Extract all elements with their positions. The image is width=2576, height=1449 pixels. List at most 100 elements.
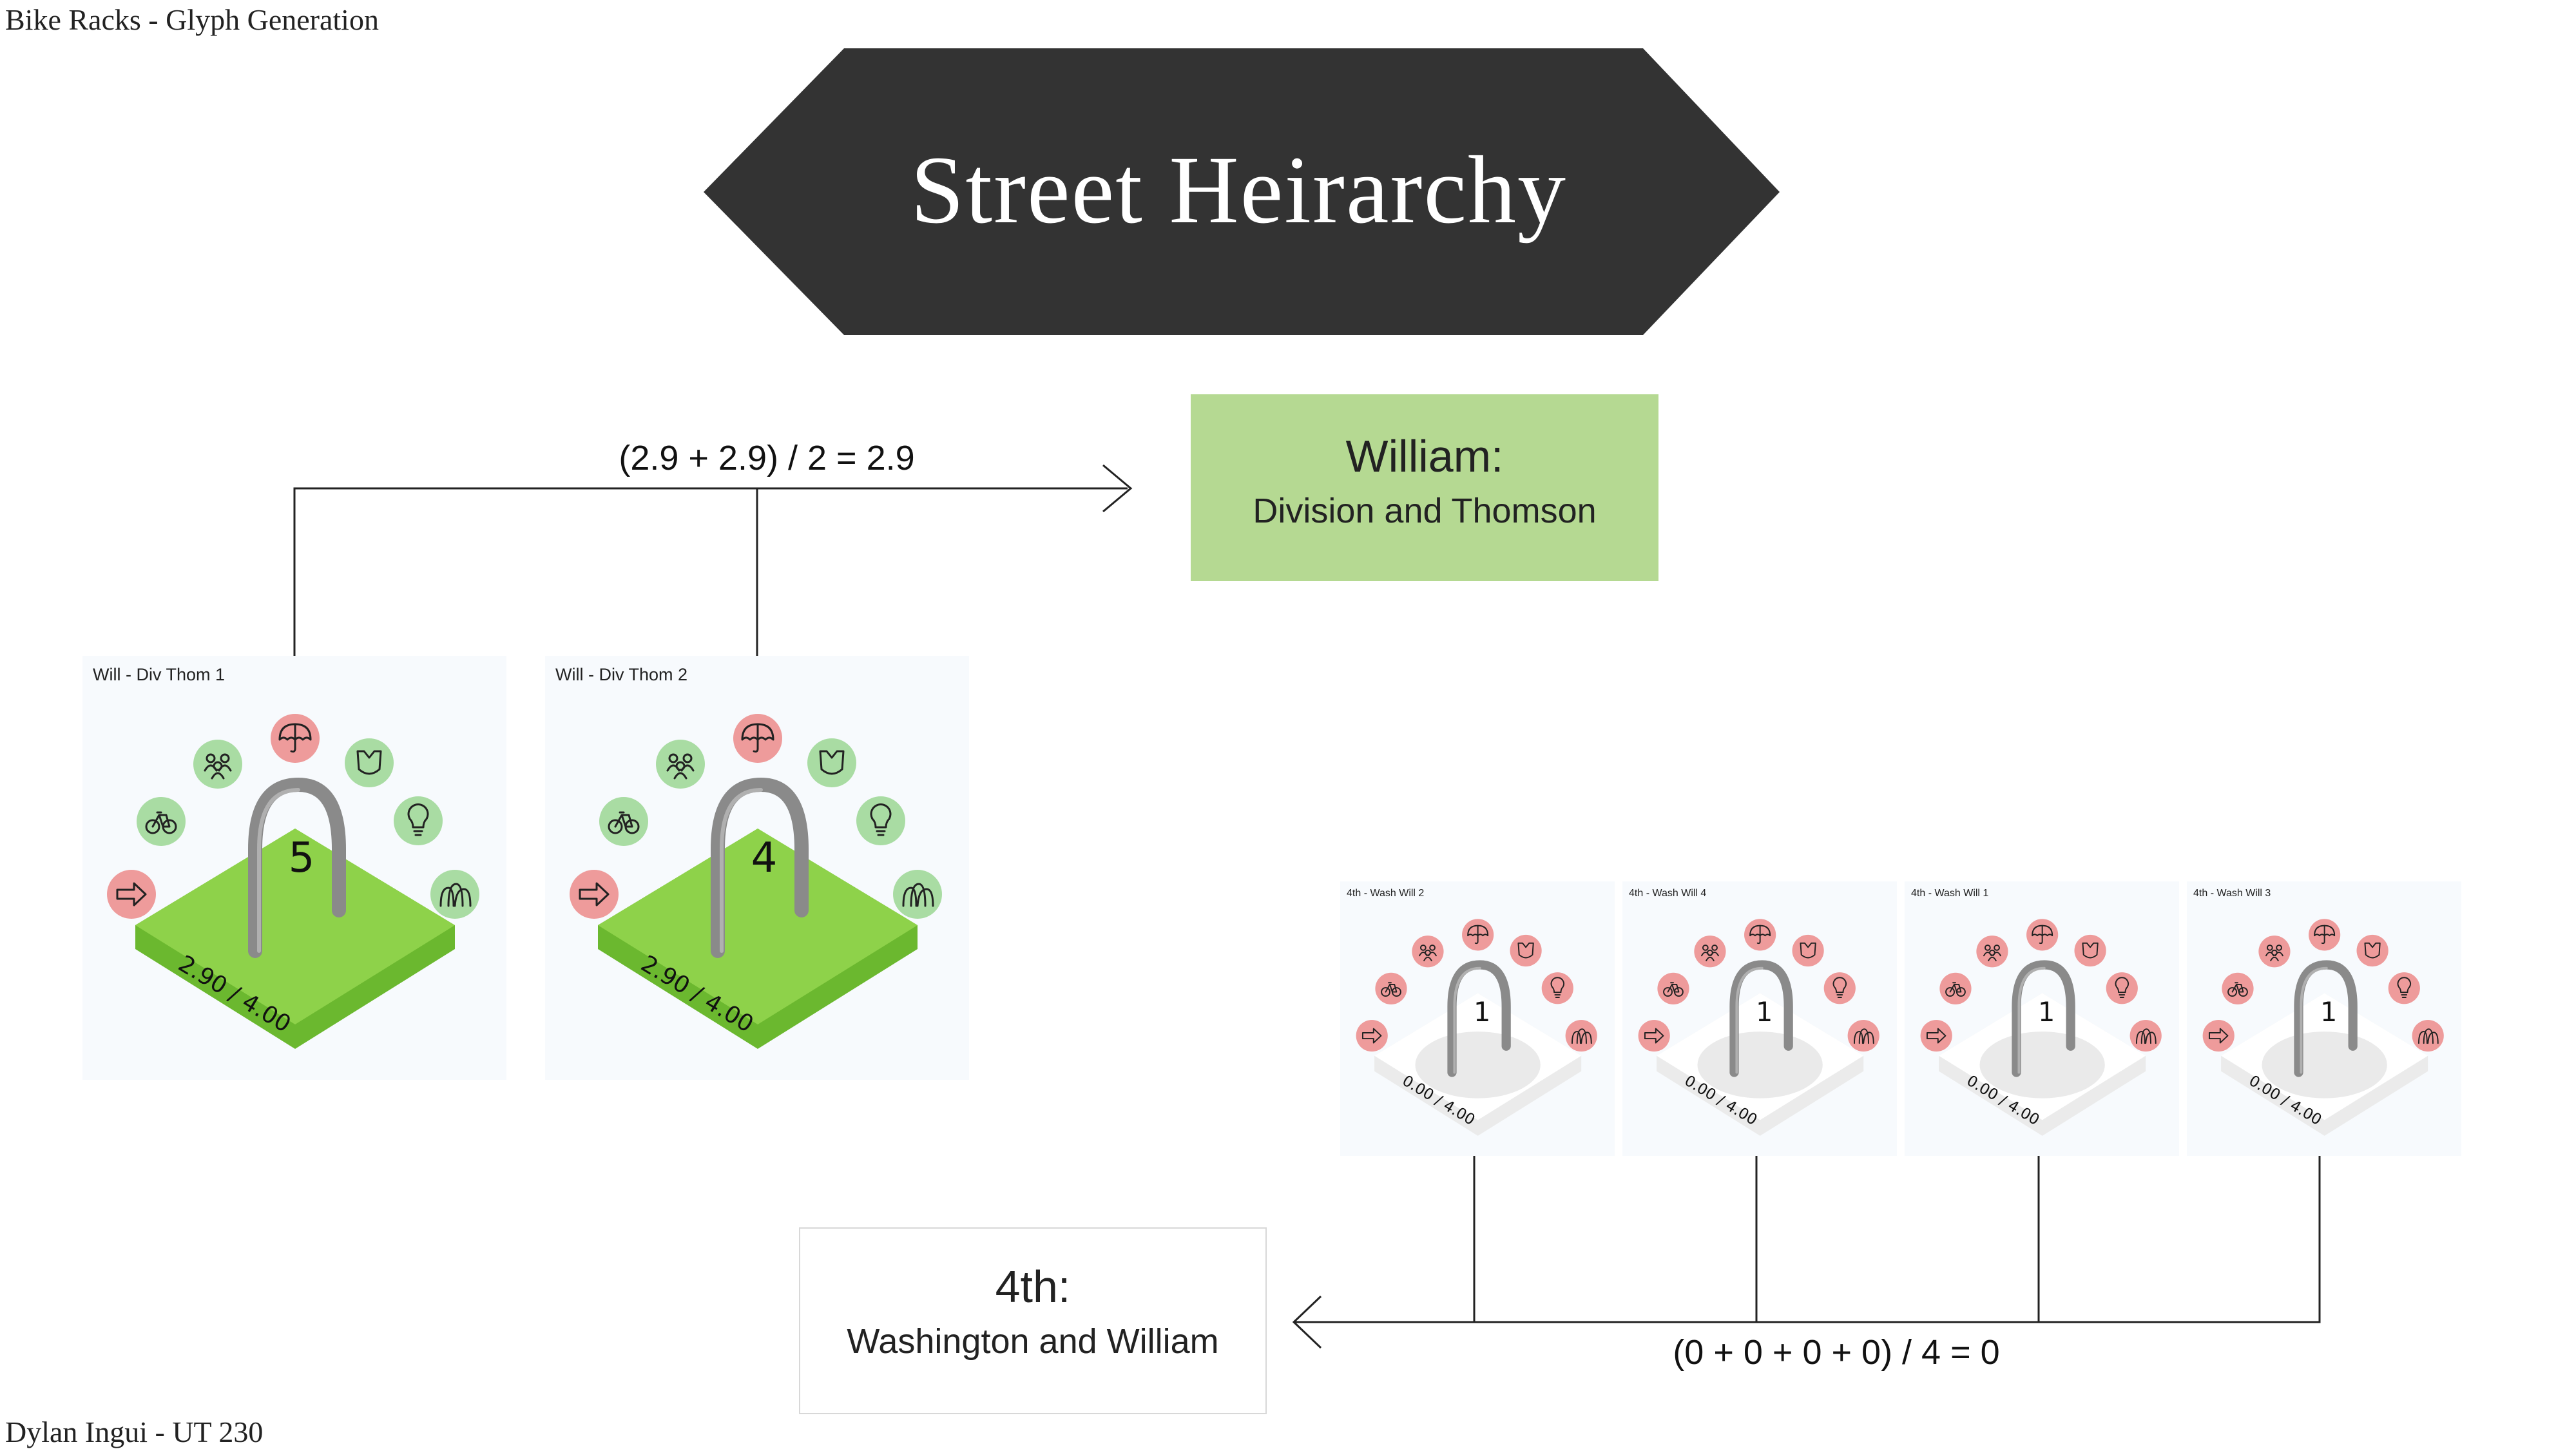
ground-slab-top <box>598 829 918 1024</box>
bike-icon <box>145 811 177 834</box>
glyph-label: Will - Div Thom 1 <box>93 665 226 684</box>
bike-icon <box>1381 982 1401 997</box>
icon-shape <box>673 772 687 780</box>
glyph-graphic: 10.00 / 4.00 <box>1356 919 1597 1136</box>
icon-badge <box>430 870 479 919</box>
icon-badge <box>107 870 156 919</box>
shield-icon <box>2364 942 2381 959</box>
icon-shape <box>2397 977 2411 993</box>
bike-rack-highlight <box>2300 966 2328 1074</box>
umbrella-icon <box>2032 925 2053 945</box>
icon-shape <box>2417 1028 2439 1044</box>
umbrella-icon <box>1749 925 1771 945</box>
icon-shape <box>116 882 147 907</box>
ground-slab-top <box>135 829 455 1024</box>
icon-badge <box>1541 972 1573 1004</box>
title-banner <box>704 48 1780 335</box>
rack-count: 1 <box>1474 997 1490 1028</box>
icon-shape <box>1644 1028 1664 1044</box>
lightbulb-icon <box>2397 977 2411 998</box>
icon-shape <box>1836 994 1843 998</box>
lightbulb-icon <box>407 803 429 836</box>
william-subtitle: Division and Thomson <box>1253 492 1597 530</box>
icon-shape <box>1832 977 1847 993</box>
icon-shape <box>1853 1028 1874 1044</box>
icon-shape <box>2231 982 2244 993</box>
umbrella-icon <box>278 723 312 753</box>
people-icon <box>2265 945 2283 961</box>
icon-shape <box>1423 956 1432 961</box>
trees-icon <box>2135 1028 2157 1044</box>
william-street-box: William: Division and Thomson <box>1191 394 1658 581</box>
icon-shape <box>1474 925 1479 945</box>
icon-shape <box>876 830 886 836</box>
icon-shape <box>2271 949 2278 956</box>
icon-shape <box>1663 987 1673 997</box>
page-header: Bike Racks - Glyph Generation <box>5 3 379 36</box>
fourth-title: 4th: <box>995 1262 1071 1312</box>
icon-shape <box>1949 982 1962 993</box>
icon-shape <box>1429 945 1436 951</box>
arrow-right-icon <box>1644 1028 1664 1044</box>
icon-shape <box>608 819 623 834</box>
icon-badge <box>2106 972 2138 1004</box>
icon-shape <box>2321 925 2325 945</box>
icon-badge <box>394 796 443 845</box>
icon-shape <box>1800 942 1816 959</box>
icon-shape <box>2401 994 2408 998</box>
fourth-formula: (0 + 0 + 0 + 0) / 4 = 0 <box>1673 1333 2000 1372</box>
icon-shape <box>2119 994 2126 998</box>
glyph-graphic: 10.00 / 4.00 <box>2202 919 2444 1136</box>
bike-rack-highlight <box>257 788 300 953</box>
people-icon <box>204 753 232 780</box>
trees-icon <box>439 883 472 907</box>
icon-shape <box>2039 925 2043 945</box>
icon-shape <box>220 753 230 763</box>
bike-icon <box>1663 982 1684 997</box>
people-icon <box>666 753 695 780</box>
icon-badge <box>570 870 619 919</box>
icon-shape <box>1517 942 1534 959</box>
bike-rack-highlight <box>720 788 763 953</box>
icon-badge <box>893 870 942 919</box>
icon-badge <box>656 740 705 789</box>
lightbulb-icon <box>2115 977 2129 998</box>
bike-rack-icon <box>711 777 809 958</box>
glyph-label: 4th - Wash Will 1 <box>1911 888 1989 899</box>
fourth-street-box: 4th: Washington and William <box>799 1227 1267 1414</box>
icon-shape <box>2364 942 2381 959</box>
icon-shape <box>1706 956 1715 961</box>
icon-badge <box>1412 936 1444 968</box>
trees-icon <box>1571 1028 1592 1044</box>
icon-shape <box>1994 945 2000 951</box>
icon-shape <box>1756 925 1761 945</box>
icon-badge <box>345 738 394 787</box>
icon-shape <box>2135 1028 2157 1044</box>
icon-shape <box>1385 982 1398 993</box>
rack-count: 4 <box>751 834 778 882</box>
icon-shape <box>1702 945 1709 951</box>
icon-shape <box>1571 1028 1592 1044</box>
shield-icon <box>2082 942 2099 959</box>
icon-shape <box>1988 956 1997 961</box>
glyph-label: 4th - Wash Will 2 <box>1347 888 1425 899</box>
icon-shape <box>1945 987 1956 997</box>
icon-badge <box>1638 1019 1670 1052</box>
bike-rack-icon <box>1447 960 1511 1077</box>
glyph-graphic: 10.00 / 4.00 <box>1920 919 2162 1136</box>
glyph-graphic: 52.90 / 4.00 <box>107 714 479 1049</box>
icon-shape <box>151 811 171 828</box>
icon-shape <box>213 761 223 771</box>
icon-shape <box>753 723 759 753</box>
icon-shape <box>1425 949 1431 956</box>
bike-rack-highlight <box>2017 966 2046 1074</box>
fourth-connector <box>1292 1153 2321 1349</box>
icon-badge <box>2202 1019 2235 1052</box>
trees-icon <box>2417 1028 2439 1044</box>
shield-icon <box>1517 942 1534 959</box>
shield-icon <box>1800 942 1816 959</box>
lightbulb-icon <box>870 803 892 836</box>
icon-shape <box>356 750 382 775</box>
